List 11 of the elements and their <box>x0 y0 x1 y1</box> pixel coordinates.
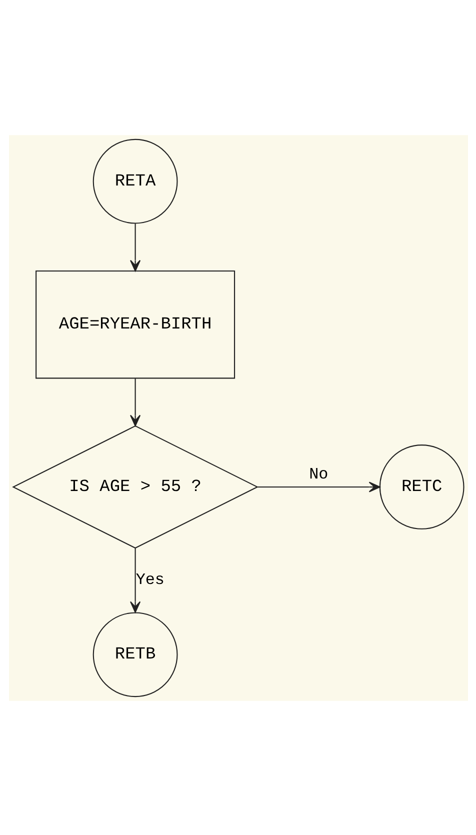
arrow <box>129 548 140 612</box>
node-box: AGE=RYEAR-BIRTH <box>35 270 235 378</box>
node-circle: RETA <box>92 138 178 224</box>
arrow <box>129 378 140 426</box>
edge-label: Yes <box>135 570 164 589</box>
arrow <box>129 223 140 271</box>
node-diamond: IS AGE > 55 ? <box>12 424 258 548</box>
edge-label: No <box>308 464 328 483</box>
node-circle: RETB <box>92 612 178 697</box>
arrow <box>257 481 380 492</box>
node-circle: RETC <box>378 444 464 529</box>
